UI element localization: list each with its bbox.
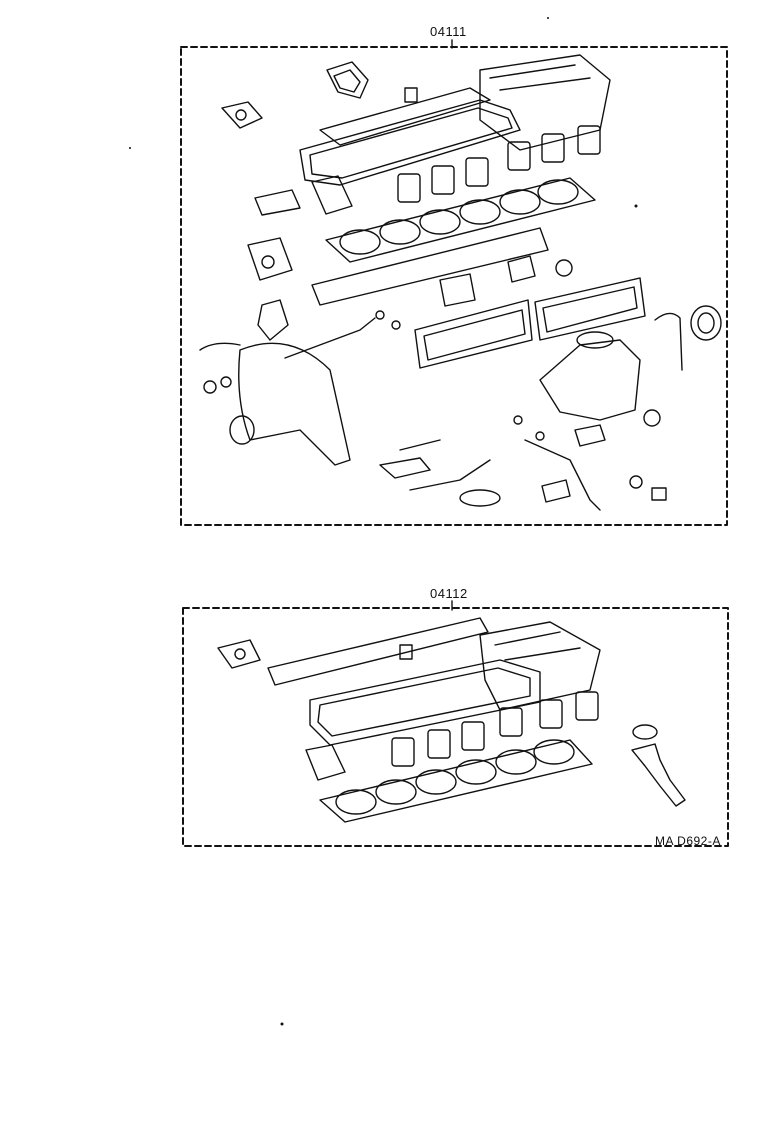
kit-1-o-ring-c (220, 376, 232, 388)
kit-1-o-ring-a (555, 259, 573, 277)
kit-1-o-ring-h (535, 431, 545, 441)
kit-1-small-gasket-f (257, 299, 289, 341)
kit-1-engine-block (539, 339, 641, 421)
kit-2-triangle-gasket (217, 639, 261, 669)
kit-1-cylinder-head-gasket (325, 177, 596, 263)
kit-1-oil-seal (690, 305, 722, 341)
kit-1-oil-pan-gasket-a (414, 299, 533, 369)
kit-1-bore-4 (459, 199, 501, 225)
kit-1-small-gasket-c-hole (261, 255, 275, 269)
kit-1-port-gasket-2 (431, 165, 455, 195)
kit-1-small-gasket-e (439, 273, 476, 307)
scan-speck-b (547, 17, 549, 19)
kit-1-curved-gasket (654, 312, 683, 371)
kit-1-small-gasket-g (541, 479, 571, 503)
kit-2-bore-3 (415, 769, 457, 795)
kit-1-water-pump-gasket (576, 331, 614, 349)
kit-2-bore-1 (335, 789, 377, 815)
kit-1-oil-strainer (459, 489, 501, 507)
kit-2-bore-6 (533, 739, 575, 765)
kit-1-o-ring-e (391, 320, 401, 330)
kit-1-oil-seal-inner (697, 312, 715, 334)
kit-2-plug (399, 644, 413, 660)
kit-2-port-gasket-1 (391, 737, 415, 767)
kit-1-triangle-gasket-hole (235, 109, 247, 121)
kit-2-frame (182, 607, 729, 847)
kit-1-small-gasket-a (326, 61, 369, 99)
kit-1-o-ring-f (643, 409, 661, 427)
kit-1-wire-gasket (199, 317, 376, 359)
kit-1-oil-pipe (409, 459, 491, 491)
kit-2-valve-cover (479, 621, 601, 711)
kit-2-valve-cover-ribs (494, 631, 581, 661)
kit-1-square-gasket (311, 175, 353, 215)
kit-1-bore-2 (379, 219, 421, 245)
kit-1-oil-pan-gasket-a-inner (423, 309, 526, 361)
kit-2-square-gasket (305, 744, 346, 781)
kit-2-part-number: 04112 (430, 586, 468, 601)
kit-1-valve-cover-ribs (489, 64, 591, 91)
kit-1-head-cover-gasket (299, 99, 521, 186)
kit-1-timing-cover-gasket (238, 342, 351, 466)
kit-1-part-number: 04111 (430, 24, 467, 39)
kit-2-bore-2 (375, 779, 417, 805)
kit-1-bore-5 (499, 189, 541, 215)
kit-1-oil-pan-gasket-b (534, 277, 646, 341)
kit-1-o-ring-i (629, 475, 643, 489)
kit-1-small-gasket-c (247, 237, 293, 281)
kit-1-head-cover-gasket-inner (309, 107, 513, 179)
kit-2-group (182, 600, 729, 847)
kit-2-port-gasket-3 (461, 721, 485, 751)
kit-1-intake-gasket (319, 87, 491, 146)
kit-1-plug (404, 87, 418, 103)
kit-2-triangle-gasket-hole (234, 648, 246, 660)
kit-1-oil-pipe-b (524, 439, 601, 511)
kit-1-group (180, 39, 728, 526)
kit-1-o-ring-g (513, 415, 523, 425)
kit-2-intake-gasket (309, 659, 541, 746)
kit-1-port-gasket-5 (541, 133, 565, 163)
kit-1-port-gasket-4 (507, 141, 531, 171)
kit-1-plug-b (651, 487, 667, 501)
diagram-reference-code: MA D692-A (655, 834, 721, 848)
scan-speck-c (280, 1022, 284, 1026)
kit-2-head-cover-gasket (267, 617, 489, 686)
kit-1-oil-pan-gasket-b-inner (542, 286, 638, 333)
kit-2-exhaust-ring (632, 724, 658, 740)
kit-2-port-gasket-2 (427, 729, 451, 759)
kit-1-port-gasket-6 (577, 125, 601, 155)
kit-1-oil-pipe-flange (574, 424, 606, 447)
kit-2-bore-5 (495, 749, 537, 775)
kit-2-port-gasket-4 (499, 707, 523, 737)
kit-2-intake-gasket-inner (317, 667, 531, 737)
kit-1-bore-3 (419, 209, 461, 235)
kit-1-port-gasket-3 (465, 157, 489, 187)
kit-1-bore-6 (537, 179, 579, 205)
kit-1-small-gasket-d (507, 255, 536, 283)
kit-1-triangle-gasket (221, 101, 263, 129)
kit-1-small-gasket-a-inner (333, 69, 361, 93)
kit-2-cylinder-head-gasket (319, 739, 593, 823)
scan-speck-d (634, 204, 638, 208)
kit-1-small-gasket-b (254, 189, 301, 216)
kit-1-o-ring-d (375, 310, 385, 320)
kit-1-o-ring-b (203, 380, 217, 394)
kit-1-port-gasket-1 (397, 173, 421, 203)
kit-2-port-gasket-5 (539, 699, 563, 729)
kit-1-front-seal (229, 415, 255, 445)
kit-2-bore-4 (455, 759, 497, 785)
kit-1-oil-pipe-gasket (379, 439, 441, 479)
kit-2-exhaust-pipe (631, 743, 686, 807)
kit-1-bore-1 (339, 229, 381, 255)
kit-1-frame (180, 46, 728, 526)
scan-speck-a (129, 147, 131, 149)
kit-1-side-cover-gasket (311, 227, 549, 306)
kit-2-port-gasket-6 (575, 691, 599, 721)
